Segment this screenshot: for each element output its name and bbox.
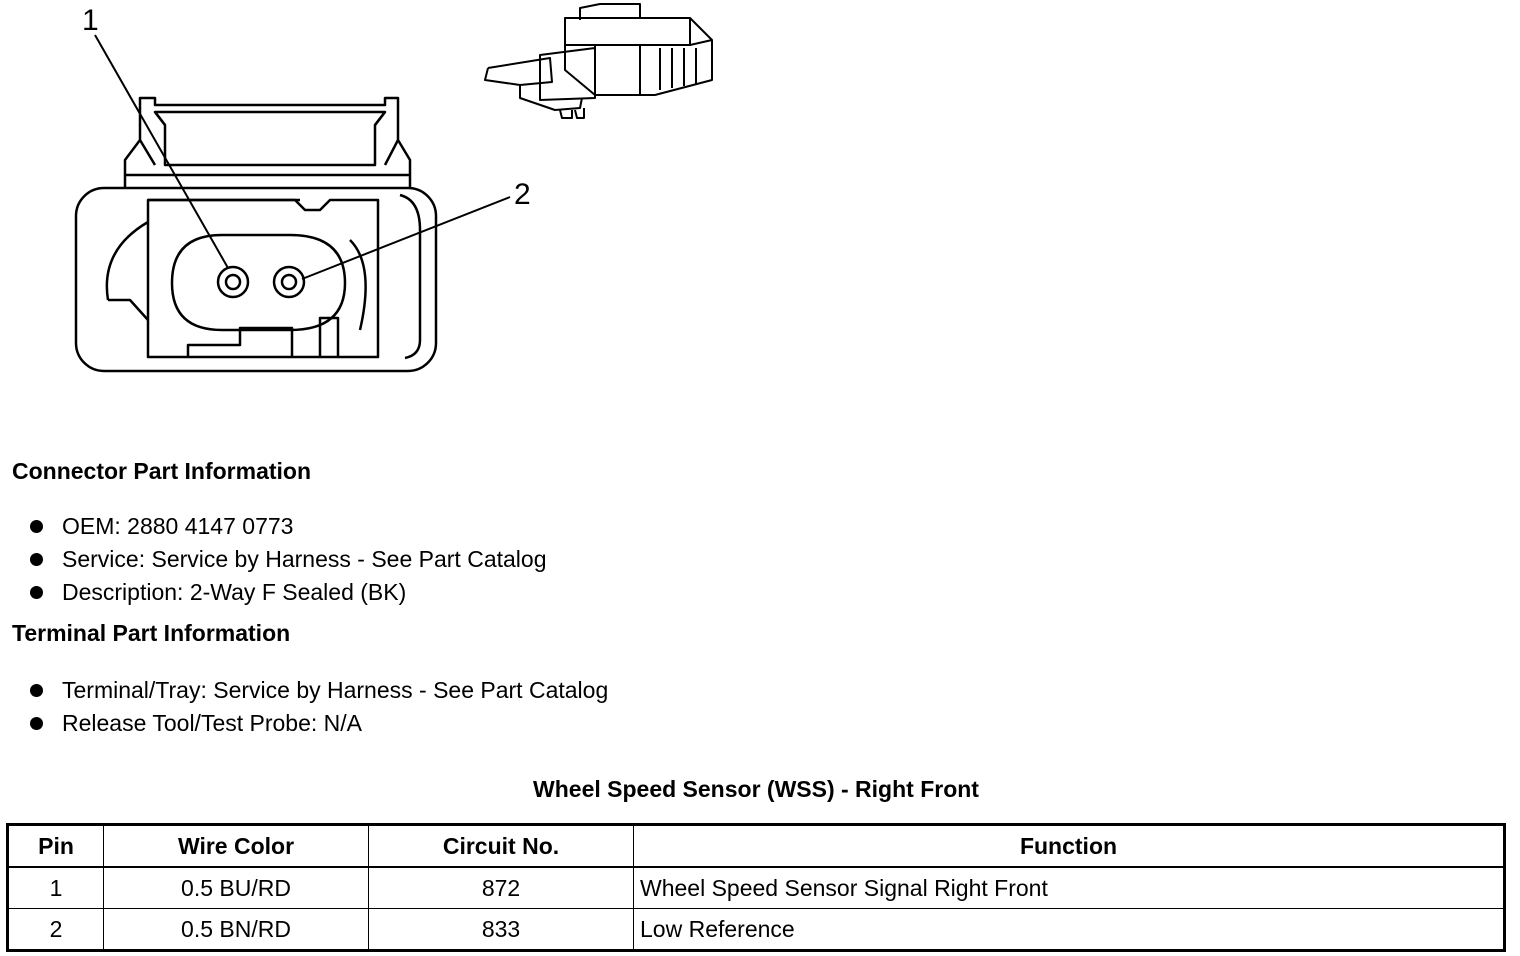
bullet-icon [30, 684, 43, 697]
header-wire-color: Wire Color [103, 824, 369, 868]
latch-window [153, 110, 387, 167]
list-item-text: Release Tool/Test Probe: N/A [62, 710, 363, 736]
header-pin: Pin [7, 824, 104, 868]
list-item-text: Terminal/Tray: Service by Harness - See … [62, 677, 609, 703]
connector-info-list: OEM: 2880 4147 0773 Service: Service by … [30, 510, 546, 609]
cell-circuit-no: 833 [368, 908, 634, 951]
bullet-icon [30, 717, 43, 730]
callout-1-leader [94, 34, 229, 269]
bullet-icon [30, 553, 43, 566]
connector-iso-view [484, 3, 713, 119]
cell-pin: 2 [7, 908, 104, 951]
table-row: 1 0.5 BU/RD 872 Wheel Speed Sensor Signa… [7, 866, 1505, 909]
cell-pin: 1 [7, 866, 104, 909]
list-item-text: Service: Service by Harness - See Part C… [62, 546, 547, 572]
list-item: Service: Service by Harness - See Part C… [30, 543, 546, 576]
list-item: Terminal/Tray: Service by Harness - See … [30, 674, 608, 707]
terminal-info-list: Terminal/Tray: Service by Harness - See … [30, 674, 608, 740]
table-header-row: Pin Wire Color Circuit No. Function [7, 824, 1505, 868]
pin-seal-outline [170, 233, 347, 332]
header-circuit-no: Circuit No. [368, 824, 634, 868]
latch-outline [123, 96, 412, 188]
list-item: Description: 2-Way F Sealed (BK) [30, 576, 546, 609]
list-item-text: OEM: 2880 4147 0773 [62, 513, 294, 539]
list-item: OEM: 2880 4147 0773 [30, 510, 546, 543]
terminal-info-heading: Terminal Part Information [12, 620, 291, 646]
cavity-outline [146, 198, 380, 359]
cell-wire-color: 0.5 BU/RD [103, 866, 369, 909]
cell-circuit-no: 872 [368, 866, 634, 909]
table-title: Wheel Speed Sensor (WSS) - Right Front [533, 776, 979, 802]
pin-1-terminal [216, 265, 250, 299]
cell-wire-color: 0.5 BN/RD [103, 908, 369, 951]
list-item: Release Tool/Test Probe: N/A [30, 707, 608, 740]
callout-2-label: 2 [514, 178, 531, 211]
bullet-icon [30, 520, 43, 533]
cell-function: Wheel Speed Sensor Signal Right Front [633, 866, 1505, 909]
bullet-icon [30, 586, 43, 599]
pin-2-terminal [272, 265, 306, 299]
header-function: Function [633, 824, 1505, 868]
cell-function: Low Reference [633, 908, 1505, 951]
housing-outline [74, 186, 438, 373]
list-item-text: Description: 2-Way F Sealed (BK) [62, 579, 407, 605]
table-row: 2 0.5 BN/RD 833 Low Reference [7, 908, 1505, 951]
pinout-table: Pin Wire Color Circuit No. Function 1 0.… [6, 823, 1506, 952]
callout-2-leader [301, 196, 511, 280]
connector-info-heading: Connector Part Information [12, 458, 312, 484]
connector-face-drawing: 1 2 [74, 3, 713, 373]
callout-1-label: 1 [82, 4, 99, 37]
